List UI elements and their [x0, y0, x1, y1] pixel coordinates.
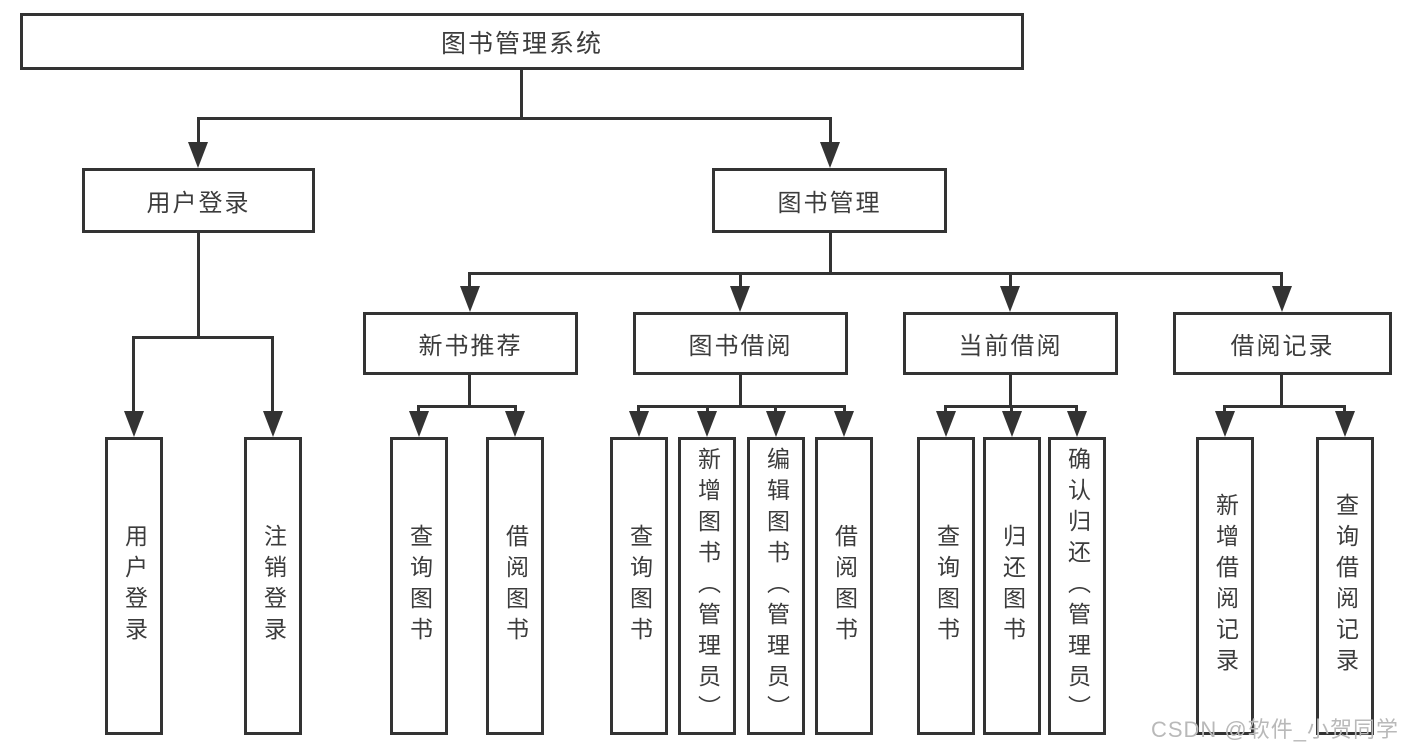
- arrow-down-icon: [1002, 411, 1022, 437]
- connector-line: [1343, 405, 1346, 415]
- leaf-edit-book-admin: 编辑图书（管理员）: [747, 437, 805, 735]
- arrow-down-icon: [460, 286, 480, 312]
- node-user-login: 用户登录: [82, 168, 315, 233]
- node-new-book-recommend: 新书推荐: [363, 312, 578, 375]
- leaf-query-books-recommend: 查询图书: [390, 437, 448, 735]
- connector-line: [1010, 405, 1013, 415]
- node-current-borrow: 当前借阅: [903, 312, 1118, 375]
- arrow-down-icon: [697, 411, 717, 437]
- arrow-down-icon: [834, 411, 854, 437]
- connector-line: [706, 405, 709, 415]
- connector-line: [197, 117, 832, 120]
- node-book-management: 图书管理: [712, 168, 947, 233]
- node-book-borrow: 图书借阅: [633, 312, 848, 375]
- arrow-down-icon: [1335, 411, 1355, 437]
- leaf-add-book-admin: 新增图书（管理员）: [678, 437, 736, 735]
- connector-line: [739, 272, 742, 290]
- arrow-down-icon: [629, 411, 649, 437]
- leaf-logout: 注销登录: [244, 437, 302, 735]
- connector-line: [774, 405, 777, 415]
- connector-line: [1223, 405, 1226, 415]
- connector-line: [829, 117, 832, 146]
- connector-line: [1075, 405, 1078, 415]
- connector-line: [637, 405, 640, 415]
- connector-line: [514, 405, 517, 415]
- arrow-down-icon: [188, 142, 208, 168]
- leaf-query-books-current: 查询图书: [917, 437, 975, 735]
- arrow-down-icon: [505, 411, 525, 437]
- arrow-down-icon: [766, 411, 786, 437]
- leaf-return-book: 归还图书: [983, 437, 1041, 735]
- connector-line: [1223, 405, 1346, 408]
- arrow-down-icon: [263, 411, 283, 437]
- connector-line: [468, 375, 471, 405]
- node-library-system: 图书管理系统: [20, 13, 1024, 70]
- arrow-down-icon: [936, 411, 956, 437]
- leaf-user-login: 用户登录: [105, 437, 163, 735]
- arrow-down-icon: [730, 286, 750, 312]
- connector-line: [132, 336, 274, 339]
- arrow-down-icon: [1000, 286, 1020, 312]
- connector-line: [843, 405, 846, 415]
- arrow-down-icon: [820, 142, 840, 168]
- connector-line: [132, 336, 135, 415]
- connector-line: [417, 405, 517, 408]
- connector-line: [1009, 272, 1012, 290]
- connector-line: [1280, 375, 1283, 405]
- arrow-down-icon: [1215, 411, 1235, 437]
- node-borrow-records: 借阅记录: [1173, 312, 1392, 375]
- arrow-down-icon: [1067, 411, 1087, 437]
- leaf-confirm-return-admin: 确认归还（管理员）: [1048, 437, 1106, 735]
- watermark: CSDN @软件_小贺同学: [1150, 717, 1399, 742]
- arrow-down-icon: [124, 411, 144, 437]
- connector-line: [197, 117, 200, 146]
- connector-line: [468, 272, 1283, 275]
- connector-line: [417, 405, 420, 415]
- connector-line: [637, 405, 846, 408]
- connector-line: [520, 70, 523, 117]
- arrow-down-icon: [1272, 286, 1292, 312]
- connector-line: [197, 233, 200, 336]
- leaf-borrow-books: 借阅图书: [815, 437, 873, 735]
- connector-line: [829, 233, 832, 272]
- connector-line: [1009, 375, 1012, 405]
- connector-line: [468, 272, 471, 290]
- arrow-down-icon: [409, 411, 429, 437]
- connector-line: [1280, 272, 1283, 290]
- connector-line: [944, 405, 947, 415]
- leaf-query-books-borrow: 查询图书: [610, 437, 668, 735]
- leaf-query-borrow-record: 查询借阅记录: [1316, 437, 1374, 735]
- connector-line: [271, 336, 274, 415]
- leaf-borrow-books-recommend: 借阅图书: [486, 437, 544, 735]
- leaf-add-borrow-record: 新增借阅记录: [1196, 437, 1254, 735]
- connector-line: [739, 375, 742, 405]
